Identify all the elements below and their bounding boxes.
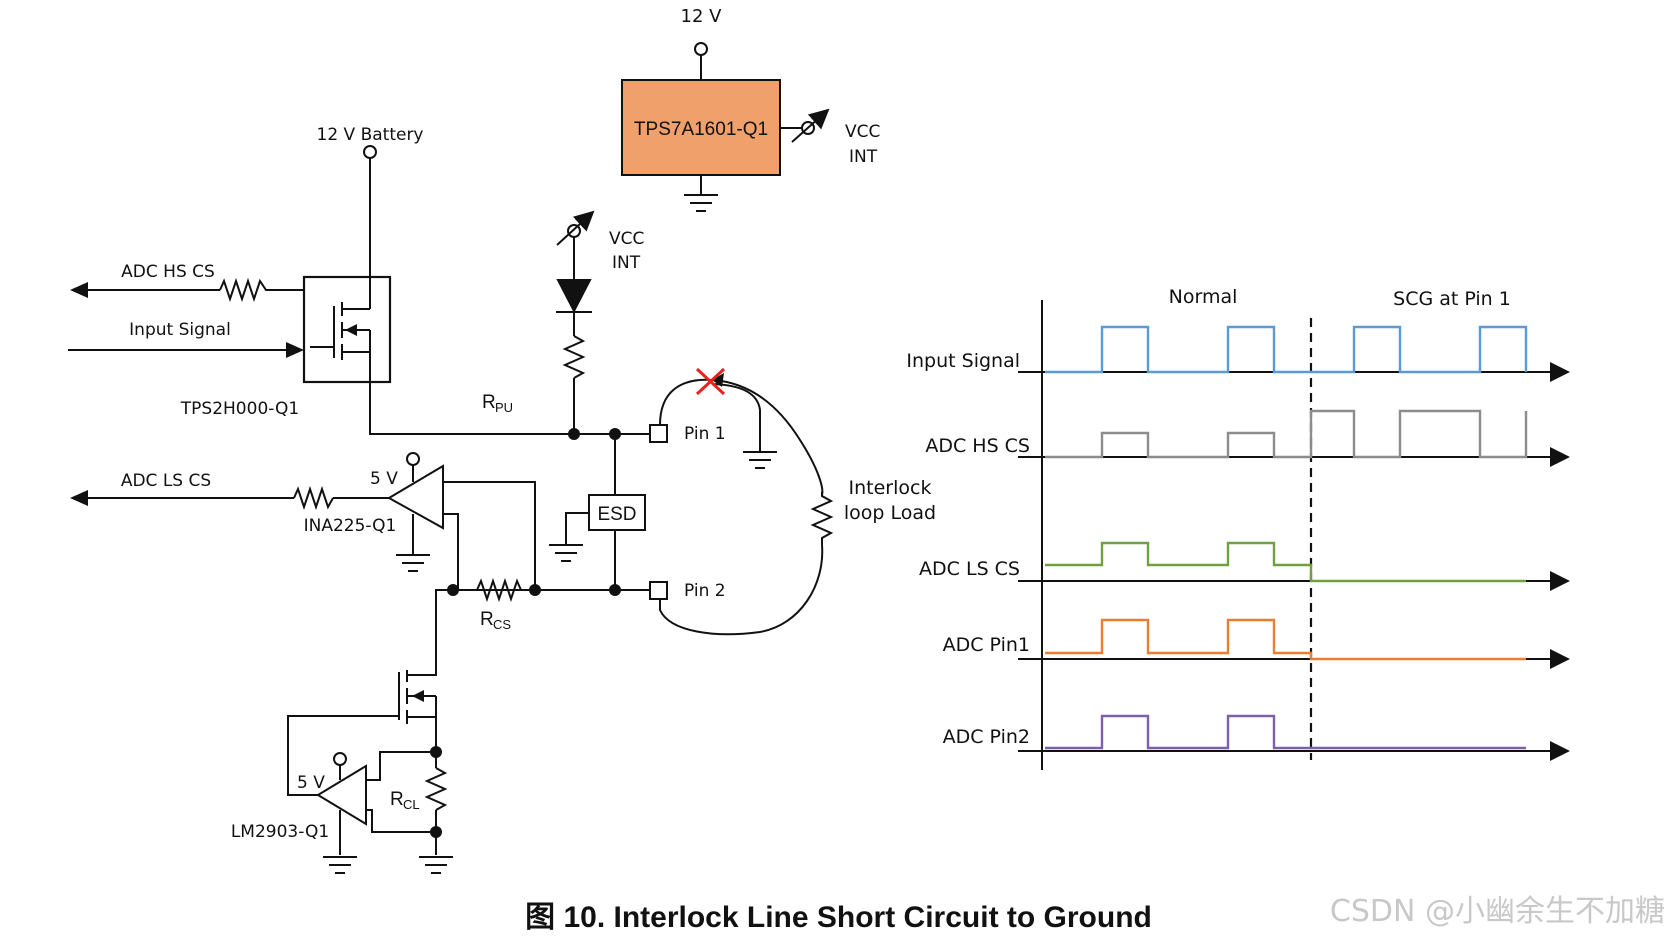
figure-caption: 图 10. Interlock Line Short Circuit to Gr… [0, 892, 1677, 936]
r-cs-label: R [480, 609, 494, 630]
phase-fault-label: SCG at Pin 1 [1393, 288, 1511, 310]
timing-label-adc-ls-cs: ADC LS CS [919, 558, 1020, 580]
current-amp-label: INA225-Q1 [304, 516, 397, 536]
comp-supply-terminal [333, 752, 347, 766]
red-x-icon [695, 367, 726, 396]
int-mid-label: INT [612, 253, 641, 273]
current-sense-block: R CS 5 V ADC LS CS INA225-Q1 [70, 452, 650, 632]
figure-caption-text: 图 10. Interlock Line Short Circuit to Gr… [525, 901, 1152, 934]
timing-diagram: Normal SCG at Pin 1 Input Signal ADC HS … [906, 286, 1570, 770]
regulator-label: TPS7A1601-Q1 [634, 119, 768, 140]
r-pu-label: R [482, 392, 496, 413]
r-pu-subscript: PU [495, 400, 513, 415]
resistor-icon [562, 335, 586, 379]
pin2-label: Pin 2 [684, 581, 726, 601]
junction-dot [568, 428, 580, 440]
pull-up-block: VCC INT R PU [482, 210, 644, 440]
resistor-icon [293, 485, 334, 511]
resistor-icon [424, 767, 448, 811]
battery-terminal [363, 145, 377, 159]
high-side-switch-box [302, 275, 392, 384]
adc-hs-cs-label: ADC HS CS [121, 262, 215, 282]
timing-label-adc-hs-cs: ADC HS CS [925, 435, 1030, 457]
vcc-int-top-icon [791, 108, 830, 143]
waveform-adc-hs-cs [1045, 409, 1528, 459]
watermark: CSDN @小幽余生不加糖 [1329, 894, 1665, 929]
ground-icon [396, 554, 430, 572]
interlock-label-line2: loop Load [844, 502, 936, 524]
supply-12v-terminal [694, 42, 708, 56]
input-signal-label: Input Signal [129, 320, 231, 340]
interlock-label-line1: Interlock [849, 477, 932, 499]
arrow-left-icon [70, 490, 88, 506]
timing-label-input-signal: Input Signal [906, 350, 1020, 372]
pin1-label: Pin 1 [684, 424, 726, 444]
regulator-block: 12 V TPS7A1601-Q1 VCC INT [621, 6, 880, 212]
ground-icon [743, 451, 777, 469]
arrow-right-icon [286, 342, 304, 358]
ground-icon [549, 544, 583, 562]
comparator-icon [316, 764, 367, 826]
timing-label-adc-pin2: ADC Pin2 [943, 726, 1030, 748]
waveform-adc-ls-cs [1045, 541, 1526, 583]
comparator-label: LM2903-Q1 [231, 822, 329, 842]
interlock-load-resistor-icon [810, 492, 834, 545]
ground-icon [684, 194, 718, 212]
int-top-label: INT [849, 147, 878, 167]
r-cl-subscript: CL [403, 797, 420, 812]
resistor-icon [219, 277, 268, 303]
pin2-terminal [649, 581, 668, 600]
timing-label-adc-pin1: ADC Pin1 [943, 634, 1030, 656]
mosfet-icon [398, 670, 437, 752]
battery-label: 12 V Battery [317, 125, 424, 145]
diode-icon [556, 279, 592, 314]
junction-dot [609, 584, 621, 596]
r-cs-subscript: CS [493, 617, 511, 632]
comp-supply-label: 5 V [297, 773, 325, 793]
waveform-adc-pin1 [1045, 618, 1526, 661]
phase-normal-label: Normal [1169, 286, 1238, 308]
pin1-terminal [649, 424, 668, 443]
high-side-switch-label: TPS2H000-Q1 [180, 399, 299, 419]
amp-supply-terminal [406, 452, 420, 466]
ground-icon [323, 856, 357, 874]
high-side-switch-block: 12 V Battery TPS2H000-Q1 ADC HS CS Input… [68, 125, 424, 419]
amp-supply-label: 5 V [370, 469, 398, 489]
esd-label: ESD [597, 504, 636, 525]
resistor-icon [476, 577, 522, 603]
arrow-left-icon [70, 282, 88, 298]
vcc-top-label: VCC [845, 122, 880, 142]
current-limit-block: R CL 5 V LM2903-Q1 [231, 589, 453, 874]
mosfet-icon [310, 278, 371, 382]
adc-ls-cs-label: ADC LS CS [121, 471, 211, 491]
interlock-block: Pin 1 Pin 2 ESD Interlock [549, 367, 936, 636]
waveform-input-signal [1045, 325, 1528, 374]
vcc-mid-label: VCC [609, 229, 644, 249]
ground-icon [419, 856, 453, 874]
waveform-adc-pin2 [1045, 714, 1526, 750]
r-cl-label: R [390, 789, 404, 810]
amplifier-icon [386, 464, 444, 530]
supply-12v-label: 12 V [681, 6, 723, 27]
